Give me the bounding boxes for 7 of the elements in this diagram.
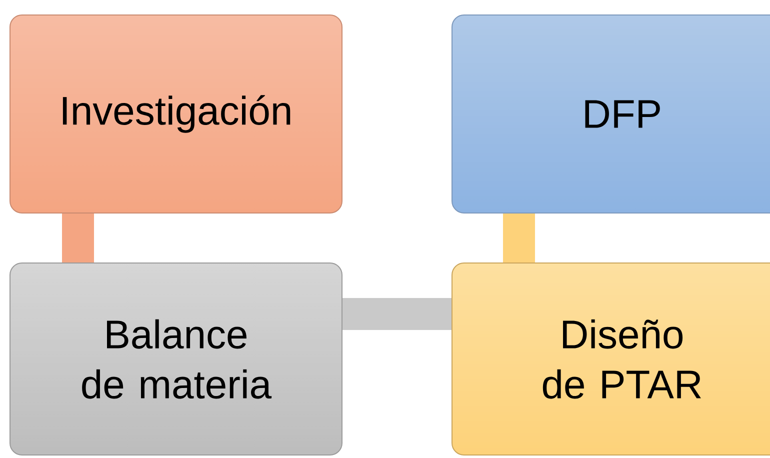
connector-bar bbox=[342, 298, 452, 330]
connector-bar bbox=[62, 214, 94, 262]
text-box: Investigación bbox=[10, 14, 342, 214]
text-box: DFP bbox=[452, 14, 770, 214]
text-box: Balance de materia bbox=[10, 262, 342, 456]
connector-bar bbox=[503, 214, 535, 262]
text-box: Diseño de PTAR bbox=[452, 262, 770, 456]
